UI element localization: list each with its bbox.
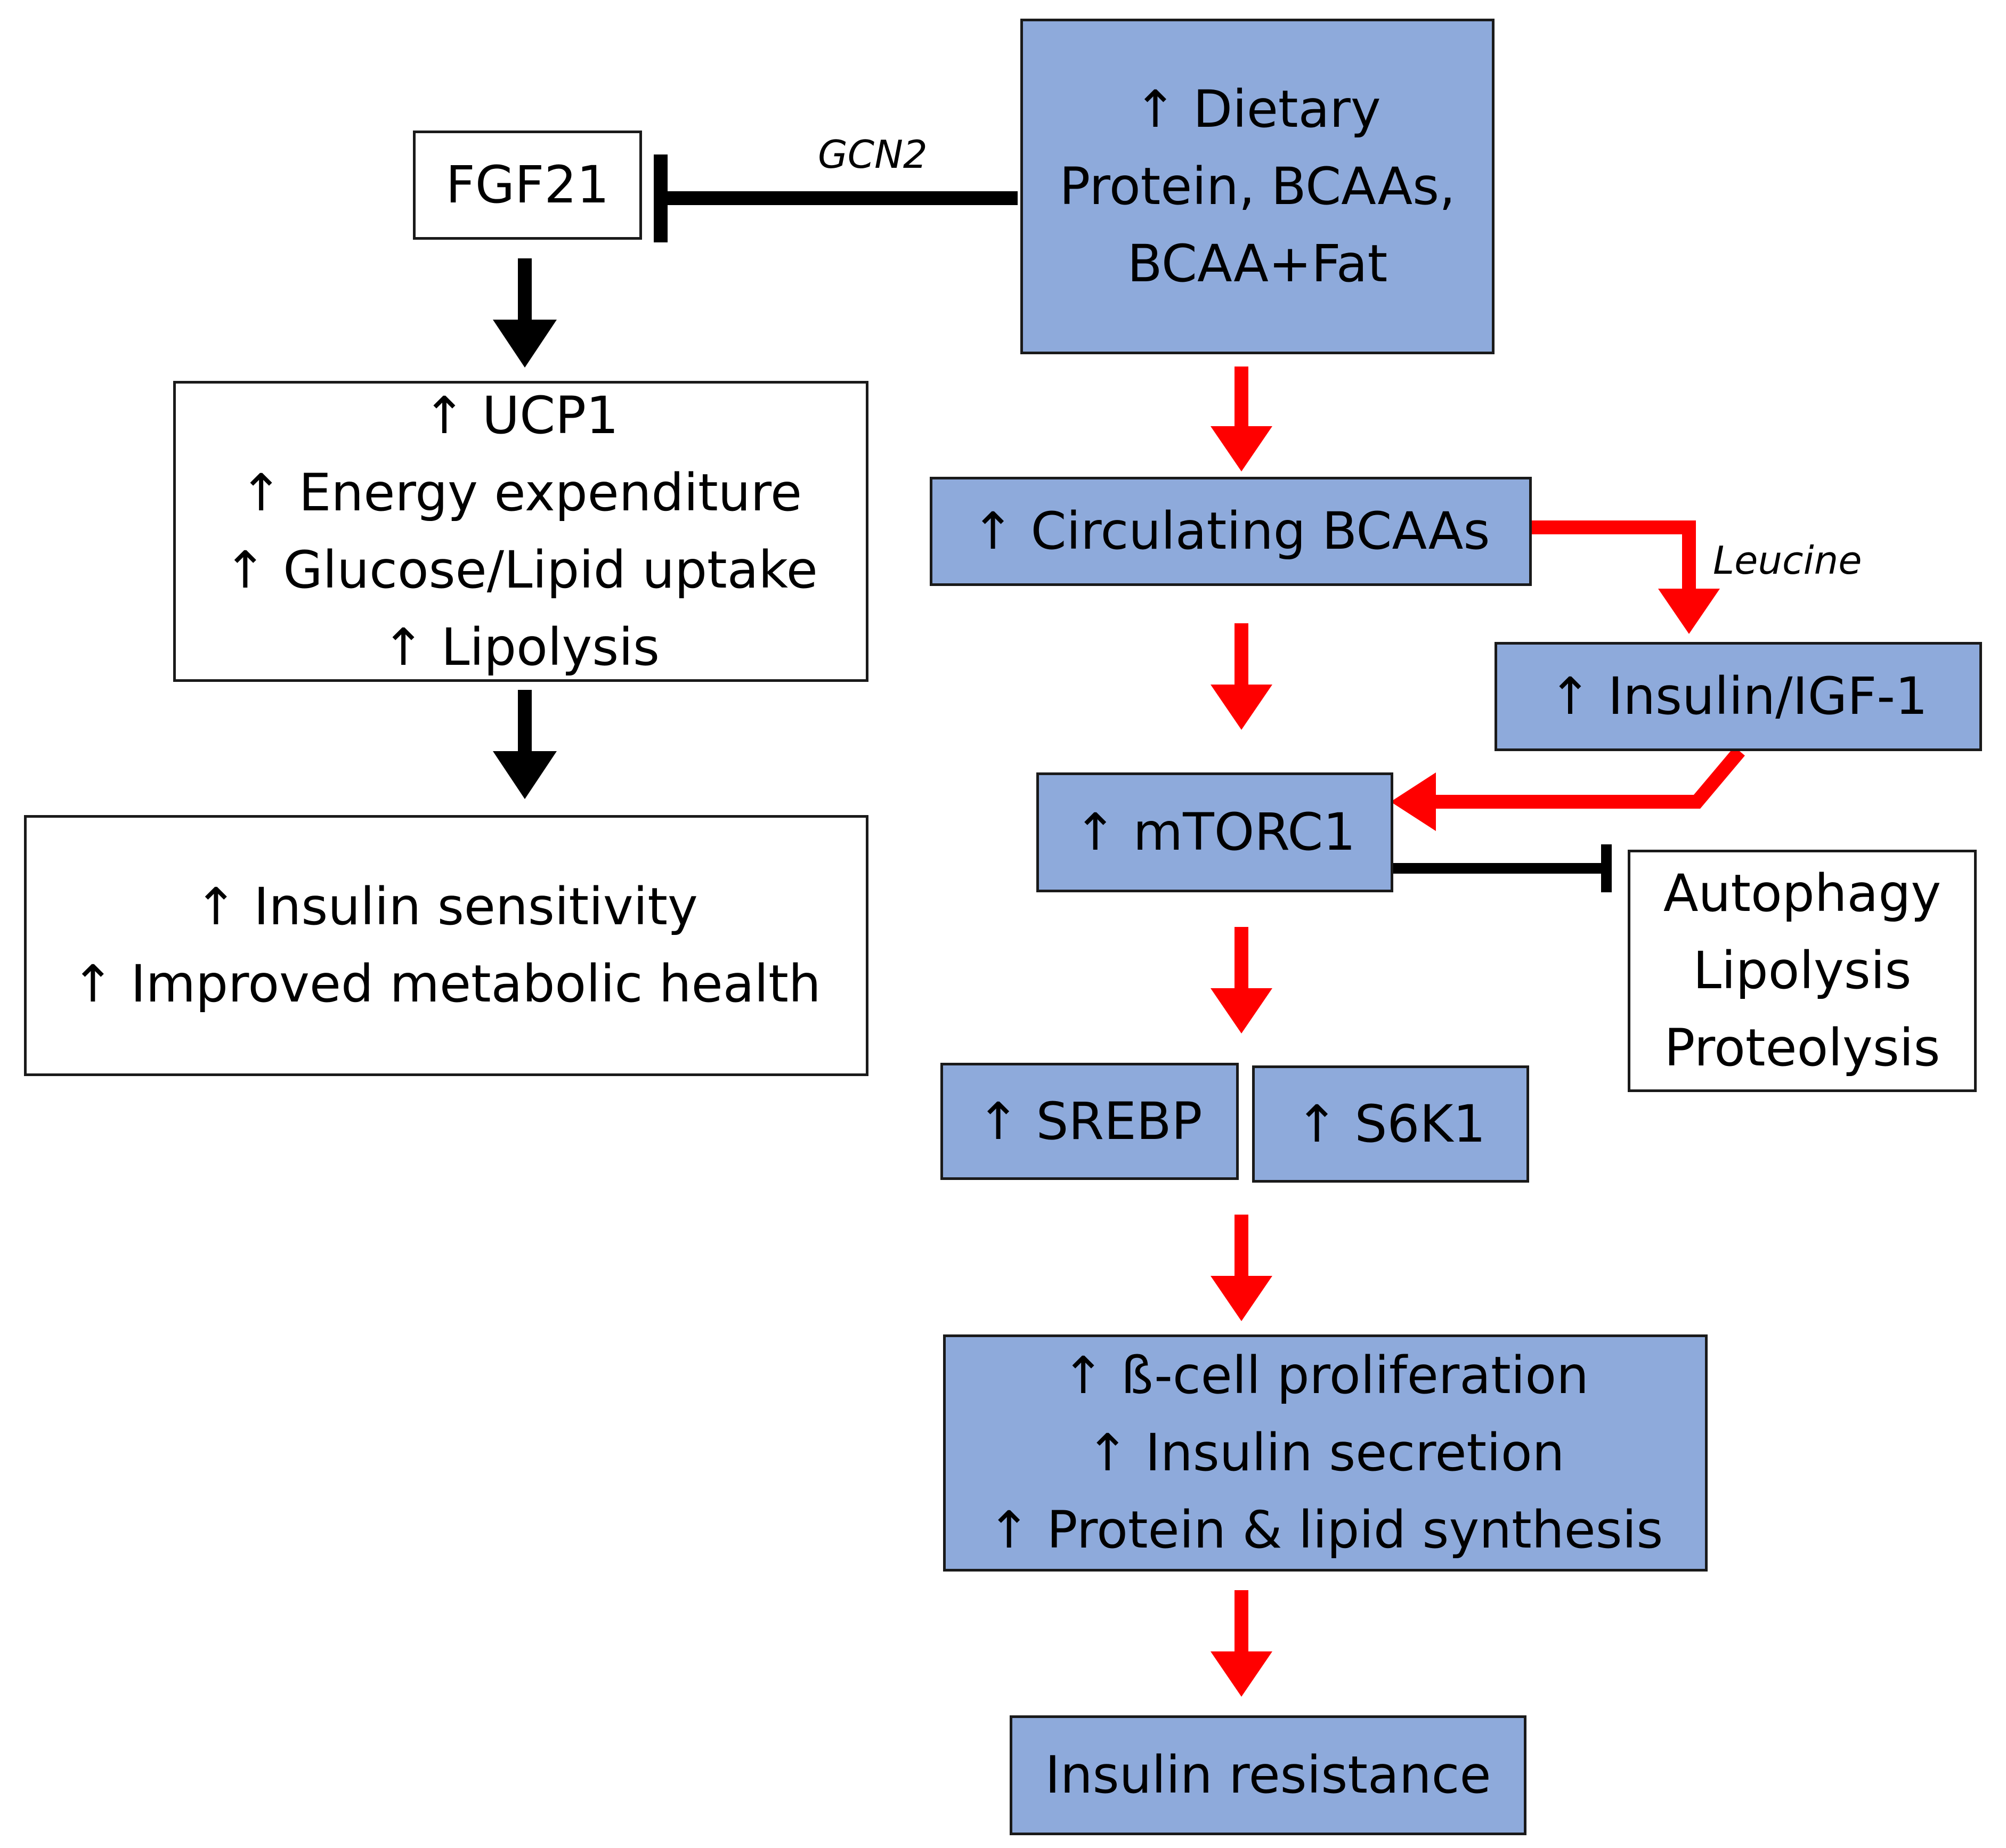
node-insulin-resistance: Insulin resistance (1010, 1715, 1526, 1835)
node-circulating-bcaas-line: ↑ Circulating BCAAs (971, 501, 1490, 561)
node-metabolic-health: ↑ Insulin sensitivity ↑ Improved metabol… (24, 815, 868, 1076)
node-metabolic-health-line: ↑ Insulin sensitivity (194, 877, 698, 937)
node-ucp1-effects: ↑ UCP1 ↑ Energy expenditure ↑ Glucose/Li… (173, 381, 868, 682)
arrow-mtorc1-srebp-head (1211, 988, 1272, 1033)
node-beta-cell: ↑ ß-cell proliferation ↑ Insulin secreti… (943, 1334, 1708, 1572)
node-autophagy-line: Proteolysis (1664, 1018, 1940, 1078)
node-autophagy: Autophagy Lipolysis Proteolysis (1628, 850, 1977, 1092)
node-dietary-line: Protein, BCAAs, (1059, 156, 1456, 216)
node-beta-cell-line: ↑ Insulin secretion (1086, 1423, 1565, 1483)
node-s6k1: ↑ S6K1 (1252, 1065, 1529, 1183)
node-dietary: ↑ Dietary Protein, BCAAs, BCAA+Fat (1020, 19, 1495, 354)
node-autophagy-line: Autophagy (1663, 864, 1942, 923)
node-metabolic-health-line: ↑ Improved metabolic health (71, 954, 821, 1014)
node-insulin-igf1-line: ↑ Insulin/IGF-1 (1548, 666, 1928, 726)
arrow-ucp1-health-head (493, 751, 557, 799)
node-srebp-line: ↑ SREBP (977, 1091, 1203, 1151)
node-ucp1-effects-line: ↑ UCP1 (423, 385, 619, 445)
node-insulin-igf1: ↑ Insulin/IGF-1 (1495, 642, 1982, 751)
node-dietary-line: BCAA+Fat (1127, 233, 1388, 294)
arrow-bcaas-insulin-line (1524, 520, 1696, 591)
node-s6k1-line: ↑ S6K1 (1295, 1094, 1486, 1154)
node-beta-cell-line: ↑ Protein & lipid synthesis (987, 1500, 1663, 1560)
node-circulating-bcaas: ↑ Circulating BCAAs (930, 477, 1532, 586)
node-ucp1-effects-line: ↑ Glucose/Lipid uptake (224, 540, 818, 600)
edge-label-gcn2: GCN2 (818, 132, 928, 177)
arrow-betacell-resistance-head (1211, 1651, 1272, 1697)
node-mtorc1: ↑ mTORC1 (1036, 772, 1393, 892)
arrow-fgf21-ucp1-head (493, 320, 557, 368)
edge-label-leucine: Leucine (1713, 538, 1862, 583)
arrow-insulin-mtorc1-head (1391, 772, 1436, 831)
node-dietary-line: ↑ Dietary (1134, 79, 1381, 139)
node-insulin-resistance-line: Insulin resistance (1045, 1745, 1491, 1805)
node-mtorc1-line: ↑ mTORC1 (1074, 802, 1356, 862)
node-fgf21: FGF21 (413, 131, 642, 240)
node-srebp: ↑ SREBP (940, 1063, 1239, 1180)
node-autophagy-line: Lipolysis (1693, 941, 1912, 1000)
node-fgf21-line: FGF21 (445, 155, 610, 215)
arrow-dietary-bcaas-head (1211, 426, 1272, 471)
arrow-srebp-betacell-head (1211, 1276, 1272, 1321)
arrow-bcaas-mtorc1-head (1211, 685, 1272, 730)
node-ucp1-effects-line: ↑ Lipolysis (382, 617, 660, 677)
arrow-insulin-mtorc1-line (1433, 746, 1745, 809)
node-ucp1-effects-line: ↑ Energy expenditure (239, 462, 802, 523)
node-beta-cell-line: ↑ ß-cell proliferation (1062, 1346, 1589, 1405)
arrow-bcaas-insulin-head (1658, 589, 1720, 634)
